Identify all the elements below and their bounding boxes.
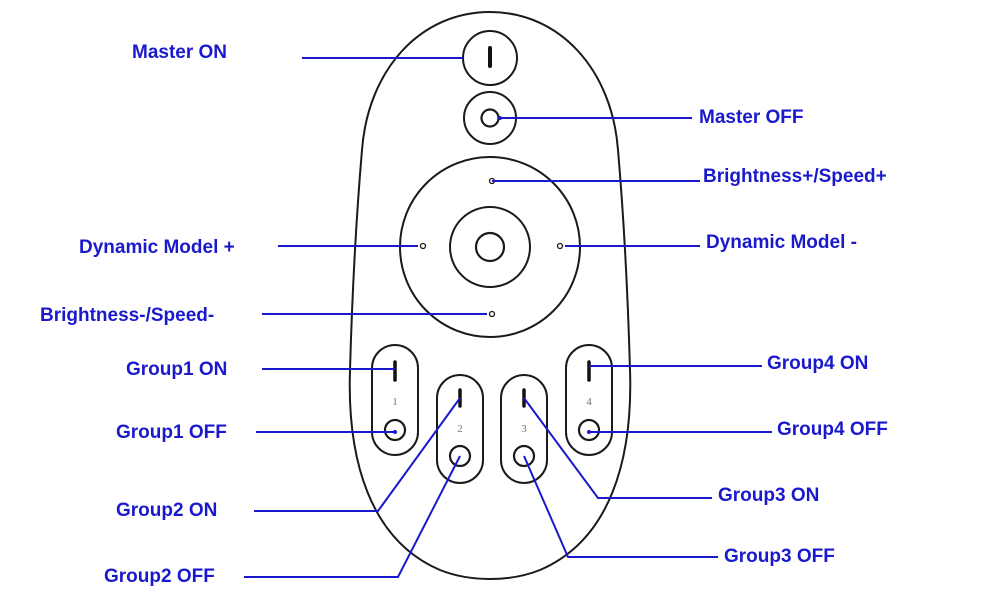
label-group3-off: Group3 OFF xyxy=(724,546,835,567)
label-group4-on: Group4 ON xyxy=(767,353,868,374)
group1-off-button[interactable] xyxy=(383,418,407,442)
dynamic-minus-button[interactable] xyxy=(556,242,564,250)
dynamic-plus-button[interactable] xyxy=(419,242,427,250)
control-dial xyxy=(399,156,581,338)
leader-dot-group1-off xyxy=(393,430,397,434)
label-group2-off: Group2 OFF xyxy=(104,566,215,587)
group1-buttons: 1 xyxy=(371,344,419,456)
leader-lines xyxy=(244,57,772,578)
label-group3-on: Group3 ON xyxy=(718,485,819,506)
label-brightness-down: Brightness-/Speed- xyxy=(40,305,214,326)
group4-off-button[interactable] xyxy=(577,418,601,442)
leader-group3-off xyxy=(523,455,718,558)
label-dynamic-plus: Dynamic Model + xyxy=(79,237,235,258)
group4-buttons: 4 xyxy=(565,344,613,456)
master-on-button[interactable] xyxy=(462,30,518,86)
label-group2-on: Group2 ON xyxy=(116,500,217,521)
label-brightness-up: Brightness+/Speed+ xyxy=(703,166,887,187)
leader-group2-on xyxy=(254,397,461,512)
group3-number: 3 xyxy=(521,423,527,435)
group1-number: 1 xyxy=(392,396,398,408)
group2-buttons: 2 xyxy=(436,374,484,484)
remote-body-outline xyxy=(348,10,632,580)
leader-group2-off xyxy=(244,455,461,578)
leader-dot-group4-off xyxy=(587,430,591,434)
label-master-off: Master OFF xyxy=(699,107,804,128)
label-group4-off: Group4 OFF xyxy=(777,419,888,440)
group2-off-button[interactable] xyxy=(448,444,472,468)
group3-off-button[interactable] xyxy=(512,444,536,468)
label-group1-off: Group1 OFF xyxy=(116,422,227,443)
group2-number: 2 xyxy=(457,423,463,435)
group3-buttons: 3 xyxy=(500,374,548,484)
brightness-down-button[interactable] xyxy=(488,310,496,318)
leader-dot-master-off xyxy=(498,116,502,120)
label-master-on: Master ON xyxy=(132,42,227,63)
label-group1-on: Group1 ON xyxy=(126,359,227,380)
label-dynamic-minus: Dynamic Model - xyxy=(706,232,857,253)
group4-number: 4 xyxy=(586,396,592,408)
leader-group3-on xyxy=(523,397,712,499)
